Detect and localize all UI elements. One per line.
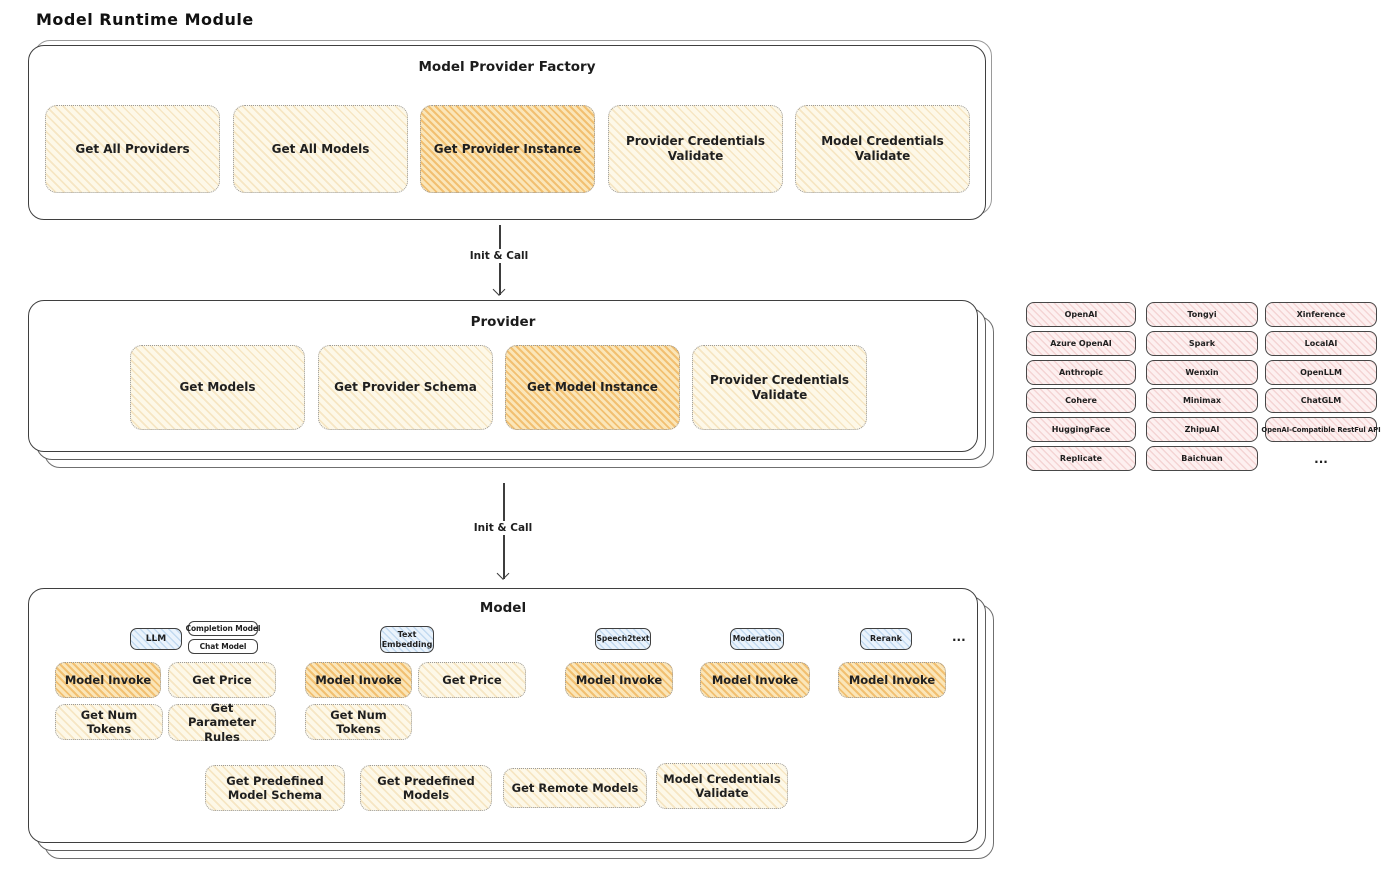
provider-item-minimax[interactable]: Minimax	[1146, 388, 1258, 413]
arrow-label: Init & Call	[464, 249, 534, 263]
arrow-head-icon	[496, 567, 510, 580]
arrow-head-icon	[492, 283, 506, 296]
factory-section: Model Provider Factory Get All Providers…	[28, 40, 992, 220]
model-types-ellipsis: ...	[952, 630, 966, 644]
model-credentials-validate-button[interactable]: Model Credentials Validate	[656, 763, 788, 809]
moderation-model-invoke-button[interactable]: Model Invoke	[700, 662, 810, 698]
page-title: Model Runtime Module	[36, 10, 254, 29]
provider-button-get-provider-schema[interactable]: Get Provider Schema	[318, 345, 493, 430]
tab-rerank[interactable]: Rerank	[860, 628, 912, 650]
provider-item-anthropic[interactable]: Anthropic	[1026, 360, 1136, 385]
provider-item-xinference[interactable]: Xinference	[1265, 302, 1377, 327]
text-embedding-get-num-tokens-button[interactable]: Get Num Tokens	[305, 704, 412, 740]
tab-text-embedding[interactable]: Text Embedding	[380, 626, 434, 653]
provider-item-tongyi[interactable]: Tongyi	[1146, 302, 1258, 327]
provider-button-get-model-instance[interactable]: Get Model Instance	[505, 345, 680, 430]
provider-item-wenxin[interactable]: Wenxin	[1146, 360, 1258, 385]
provider-item-spark[interactable]: Spark	[1146, 331, 1258, 356]
provider-item-openai-compatible-restful-api[interactable]: OpenAI-Compatible RestFul API	[1261, 417, 1381, 442]
provider-grid-ellipsis: ...	[1314, 451, 1328, 466]
provider-item-openai[interactable]: OpenAI	[1026, 302, 1136, 327]
model-title: Model	[479, 600, 527, 616]
llm-get-num-tokens-button[interactable]: Get Num Tokens	[55, 704, 163, 740]
llm-get-parameter-rules-button[interactable]: Get Parameter Rules	[168, 701, 276, 744]
provider-item-localai[interactable]: LocalAI	[1265, 331, 1377, 356]
provider-item-huggingface[interactable]: HuggingFace	[1026, 417, 1136, 442]
tab-moderation[interactable]: Moderation	[730, 628, 784, 650]
factory-title: Model Provider Factory	[418, 59, 596, 75]
provider-button-get-models[interactable]: Get Models	[130, 345, 305, 430]
arrow-provider-to-model: Init & Call	[468, 483, 538, 580]
provider-button-provider-credentials-validate[interactable]: Provider Credentials Validate	[692, 345, 867, 430]
factory-button-get-all-models[interactable]: Get All Models	[233, 105, 408, 193]
factory-button-get-all-providers[interactable]: Get All Providers	[45, 105, 220, 193]
get-predefined-models-button[interactable]: Get Predefined Models	[360, 765, 492, 811]
llm-get-price-button[interactable]: Get Price	[168, 662, 276, 698]
speech2text-model-invoke-button[interactable]: Model Invoke	[565, 662, 673, 698]
factory-button-model-credentials-validate[interactable]: Model Credentials Validate	[795, 105, 970, 193]
tab-speech2text[interactable]: Speech2text	[595, 628, 651, 650]
tab-completion-model[interactable]: Completion Model	[186, 621, 261, 636]
arrow-factory-to-provider: Init & Call	[464, 225, 534, 296]
text-embedding-model-invoke-button[interactable]: Model Invoke	[305, 662, 412, 698]
factory-button-get-provider-instance[interactable]: Get Provider Instance	[420, 105, 595, 193]
llm-model-invoke-button[interactable]: Model Invoke	[55, 662, 161, 698]
provider-item-baichuan[interactable]: Baichuan	[1146, 446, 1258, 471]
model-section: Model LLM Completion Model Chat Model Te…	[28, 588, 994, 859]
get-remote-models-button[interactable]: Get Remote Models	[503, 768, 647, 808]
arrow-label: Init & Call	[468, 521, 538, 535]
provider-item-cohere[interactable]: Cohere	[1026, 388, 1136, 413]
text-embedding-get-price-button[interactable]: Get Price	[418, 662, 526, 698]
tab-chat-model[interactable]: Chat Model	[188, 639, 258, 654]
get-predefined-model-schema-button[interactable]: Get Predefined Model Schema	[205, 765, 345, 811]
provider-item-openllm[interactable]: OpenLLM	[1265, 360, 1377, 385]
provider-section: Provider Get Models Get Provider Schema …	[28, 300, 994, 468]
provider-item-azure-openai[interactable]: Azure OpenAI	[1026, 331, 1136, 356]
rerank-model-invoke-button[interactable]: Model Invoke	[838, 662, 946, 698]
provider-item-chatglm[interactable]: ChatGLM	[1265, 388, 1377, 413]
tab-llm[interactable]: LLM	[130, 628, 182, 650]
provider-item-zhipuai[interactable]: ZhipuAI	[1146, 417, 1258, 442]
provider-title: Provider	[470, 314, 536, 330]
factory-button-provider-credentials-validate[interactable]: Provider Credentials Validate	[608, 105, 783, 193]
provider-item-replicate[interactable]: Replicate	[1026, 446, 1136, 471]
